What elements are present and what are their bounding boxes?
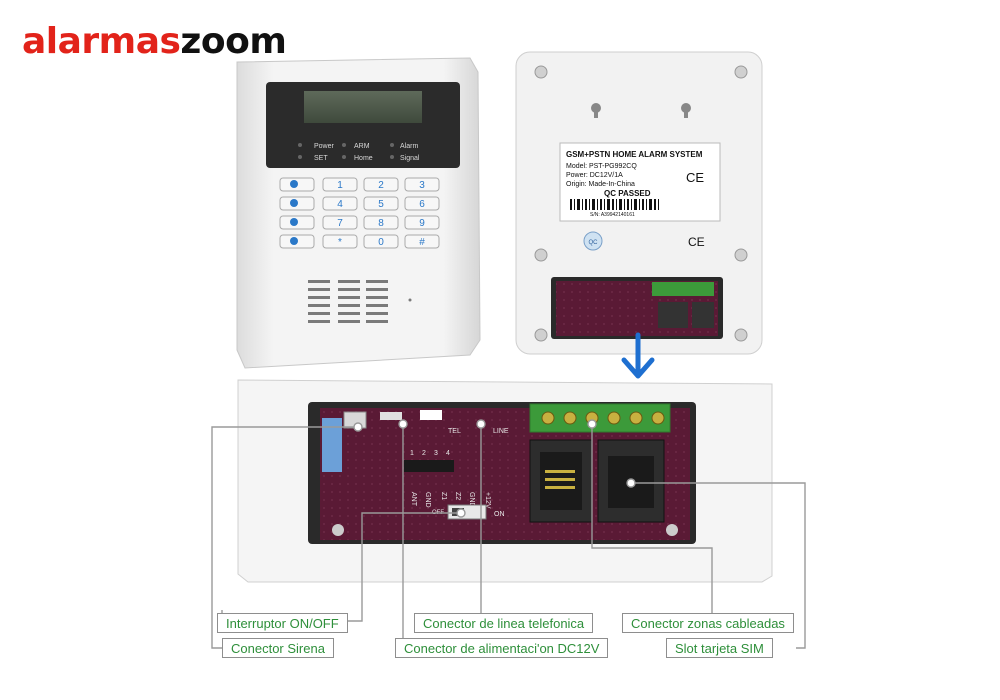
keypad-unit: Power ARM Alarm SET Home Signal 1 2 3 4 … [236,57,481,369]
key-1: 1 [337,180,343,191]
terminal-label-gnd-2: GND [468,492,475,508]
callout-lines [211,419,806,649]
label-origin: Origin: Made-In-China [566,181,635,188]
callout-dc-power: Conector de alimentaci'on DC12V [395,638,609,658]
pin-label-3: 3 [434,450,438,457]
terminal-label-12v: +12V [484,492,491,509]
terminal-label-z1: Z1 [440,492,447,500]
dip-switch [322,418,342,472]
label-serial: S/N: A39942140161 [590,212,635,218]
label-title: GSM+PSTN HOME ALARM SYSTEM [566,150,703,159]
key-0: 0 [378,237,384,248]
lcd-screen [304,91,422,123]
callout-power-switch: Interruptor ON/OFF [217,613,348,633]
keyhole-mounts [591,103,691,118]
indicator-leds [298,143,394,159]
callout-siren: Conector Sirena [222,638,334,658]
key-9: 9 [419,218,425,229]
callout-sim-slot: Slot tarjeta SIM [666,638,773,658]
label-ce: CE [686,170,704,185]
terminal-label-ant: ANT [410,492,417,507]
qc-sticker-text: QC [589,240,599,246]
key-2: 2 [378,180,384,191]
back-ce-mark: CE [688,235,705,249]
board-line-label: LINE [493,428,509,435]
label-qc: QC PASSED [604,189,651,198]
board-tel-label: TEL [448,428,461,435]
callout-wired-zones: Conector zonas cableadas [622,613,794,633]
speaker-grille [308,280,412,323]
key-4: 4 [337,199,343,210]
label-power: Power: DC12V/1A [566,172,623,179]
switch-on-label: ON [494,511,505,518]
key-star: * [338,237,342,248]
brand-logo-part1: alarmas [22,21,181,62]
key-hash: # [419,237,425,248]
led-label-home: Home [354,155,373,162]
led-label-alarm: Alarm [400,143,418,150]
label-model: Model: PST-PG992CQ [566,163,637,170]
led-label-arm: ARM [354,143,370,150]
key-8: 8 [378,218,384,229]
down-arrow-icon [621,332,655,379]
back-panel: GSM+PSTN HOME ALARM SYSTEM Model: PST-PG… [515,51,763,355]
terminal-label-z2: Z2 [454,492,461,500]
rating-label: GSM+PSTN HOME ALARM SYSTEM Model: PST-PG… [559,142,721,222]
key-7: 7 [337,218,343,229]
brand-logo-part2: zoom [180,21,287,62]
led-label-signal: Signal [400,155,420,162]
led-label-set: SET [314,155,328,162]
qc-sticker: QC [583,231,603,251]
led-label-power: Power [314,143,335,150]
pin-label-1: 1 [410,450,414,457]
terminal-label-gnd-1: GND [424,492,431,508]
callout-phone-line: Conector de linea telefonica [414,613,594,633]
key-5: 5 [378,199,384,210]
key-3: 3 [419,180,425,191]
brand-logo: alarmaszoom [22,21,287,62]
board-closeup: TEL LINE 1 2 3 4 ANT GND Z1 Z2 GND +12V … [237,379,773,583]
barcode [570,199,659,210]
key-6: 6 [419,199,425,210]
pin-label-2: 2 [422,450,426,457]
function-keys [279,177,315,249]
pin-label-4: 4 [446,450,450,457]
